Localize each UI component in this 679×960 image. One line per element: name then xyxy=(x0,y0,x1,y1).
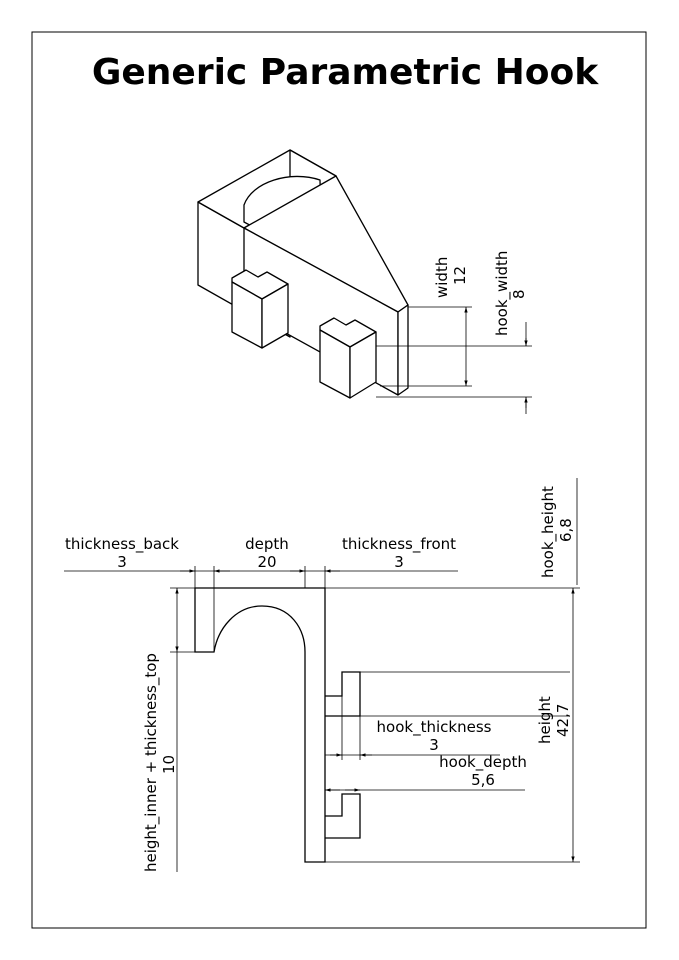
dim-height-label: height xyxy=(536,696,554,744)
dim-thickness-back-value: 3 xyxy=(117,553,127,571)
dim-thickness-back-label: thickness_back xyxy=(65,535,179,554)
iso-hook-1 xyxy=(231,269,289,349)
dim-hook-width-value: 8 xyxy=(510,289,528,299)
dim-hook-height-label: hook_height xyxy=(539,486,558,578)
sheet-border xyxy=(31,31,647,929)
dim-depth-value: 20 xyxy=(257,553,276,571)
side-view-profile xyxy=(194,587,326,863)
side-view: thickness_back 3 depth 20 thickness_fron… xyxy=(64,478,580,872)
dim-width-label: width xyxy=(433,257,451,298)
page-title: Generic Parametric Hook xyxy=(92,52,599,93)
side-lower-hook xyxy=(325,793,361,839)
dim-hook-height-value: 6,8 xyxy=(557,518,575,542)
dim-height-value: 42,7 xyxy=(554,704,572,737)
dim-thickness-front-value: 3 xyxy=(394,553,404,571)
iso-hook-2 xyxy=(319,317,377,399)
dim-hook-thickness-label: hook_thickness xyxy=(377,718,492,737)
dim-hook-width-label: hook_width xyxy=(493,251,512,336)
isometric-view: width 12 hook_width 8 xyxy=(197,149,532,414)
dim-thickness-front-label: thickness_front xyxy=(342,535,456,554)
dim-hook-depth-value: 5,6 xyxy=(471,771,495,789)
dim-depth-label: depth xyxy=(245,535,289,553)
dim-height-inner-value: 10 xyxy=(160,755,178,774)
dim-height-inner-label: height_inner + thickness_top xyxy=(142,653,161,872)
iso-arm-end xyxy=(397,304,409,396)
side-upper-hook xyxy=(325,671,361,717)
dim-hook-depth-label: hook_depth xyxy=(439,753,527,772)
dim-hook-thickness-value: 3 xyxy=(429,736,439,754)
dim-width-value: 12 xyxy=(451,266,469,285)
